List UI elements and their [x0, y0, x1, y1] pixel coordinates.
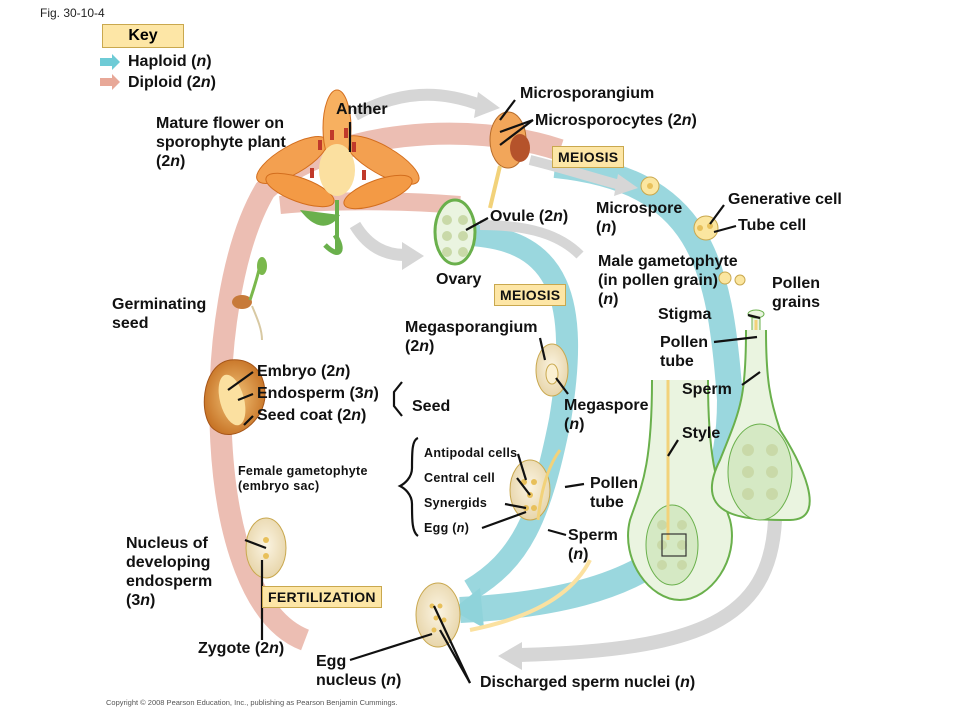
egg-nucleus-label: Egg nucleus (n): [316, 653, 402, 689]
discharged-sperm-label: Discharged sperm nuclei (n): [480, 674, 696, 691]
arrow-to-ovary: [349, 221, 406, 261]
pollen-tube-upper-label: Pollen tube: [660, 334, 709, 370]
meiosis-tag-lower: MEIOSIS: [494, 284, 567, 306]
leader-lines: [227, 99, 761, 684]
synergids-label: Synergids: [424, 496, 488, 510]
copyright-notice: Copyright © 2008 Pearson Education, Inc.…: [106, 698, 398, 707]
ovary-illustration: [433, 198, 477, 266]
arrow-fertilization: [469, 559, 592, 632]
style-label: Style: [682, 425, 721, 442]
arrowhead-4: [498, 642, 522, 670]
ovule-label: Ovule (2n): [490, 208, 569, 225]
nucleus-endosperm-label: Nucleus of developing endosperm (3n): [126, 535, 213, 609]
embryo-label: Embryo (2n): [257, 363, 351, 380]
key-haploid-label: Haploid (n): [128, 53, 212, 70]
zygote-label: Zygote (2n): [198, 640, 285, 657]
central-cell-label: Central cell: [424, 471, 495, 485]
mature-flower-label: Mature flower on sporophyte plant (2n): [156, 115, 286, 170]
male-gametophyte-label: Male gametophyte (in pollen grain) (n): [598, 253, 738, 308]
megaspore-label: Megaspore (n): [564, 397, 649, 433]
key-diploid-label: Diploid (2n): [128, 74, 216, 91]
arrow-return-bottom: [519, 519, 782, 662]
endosperm-label: Endosperm (3n): [257, 385, 379, 402]
microsporocytes-label: Microsporocytes (2n): [535, 112, 697, 129]
megasporangium-label: Megasporangium (2n): [405, 319, 538, 355]
arrowhead-2: [614, 174, 638, 196]
ovary-label: Ovary: [436, 271, 482, 288]
arrow-to-microspore: [528, 155, 622, 190]
microspore-label: Microspore (n): [596, 200, 683, 236]
seed-label: Seed: [412, 398, 451, 415]
pistil-large: [627, 329, 811, 602]
female-gametophyte-label: Female gametophyte (embryo sac): [238, 464, 368, 493]
figure-label: Fig. 30-10-4: [40, 6, 105, 20]
pollen-tube-lower-label: Pollen tube: [590, 475, 639, 511]
seed-coat-label: Seed coat (2n): [257, 407, 367, 424]
microspore-nucleus: [647, 183, 653, 189]
antipodal-cells-label: Antipodal cells: [424, 446, 518, 460]
diploid-cycle-arc: [209, 122, 564, 651]
generative-cell-label: Generative cell: [728, 191, 842, 208]
diploid-key-arrow: [100, 74, 120, 90]
stigma-label: Stigma: [658, 306, 712, 323]
pollen-grains-small: [718, 271, 746, 286]
sperm-upper-label: Sperm: [682, 381, 732, 398]
germinating-seed-illustration: [232, 257, 267, 341]
key-arrows: [100, 54, 120, 90]
sperm-lower-label: Sperm (n): [568, 527, 618, 563]
key-title: Key: [102, 24, 184, 48]
haploid-female-arc: [464, 224, 579, 600]
pollen-grains-label: Pollen grains: [772, 275, 821, 311]
egg-label: Egg (n): [424, 521, 470, 535]
tube-cell-label: Tube cell: [738, 217, 807, 234]
arrowhead-1: [474, 92, 500, 118]
microsporangium-label: Microsporangium: [520, 85, 655, 102]
meiosis-tag-upper: MEIOSIS: [552, 146, 625, 168]
arrowhead-3: [402, 242, 424, 270]
arrow-to-megasporangium: [479, 220, 584, 259]
haploid-arrowhead: [452, 588, 484, 628]
haploid-key-arrow: [100, 54, 120, 70]
flower-illustration: [256, 89, 420, 255]
fertilization-tag: FERTILIZATION: [262, 586, 382, 608]
arrow-to-microsporangium: [352, 88, 483, 121]
anther-label: Anther: [336, 101, 388, 118]
haploid-male-arc: [459, 152, 744, 623]
germinating-seed-label: Germinating seed: [112, 296, 207, 332]
seed-illustration: [203, 359, 266, 436]
embryo-sac-illustration: [509, 449, 562, 521]
